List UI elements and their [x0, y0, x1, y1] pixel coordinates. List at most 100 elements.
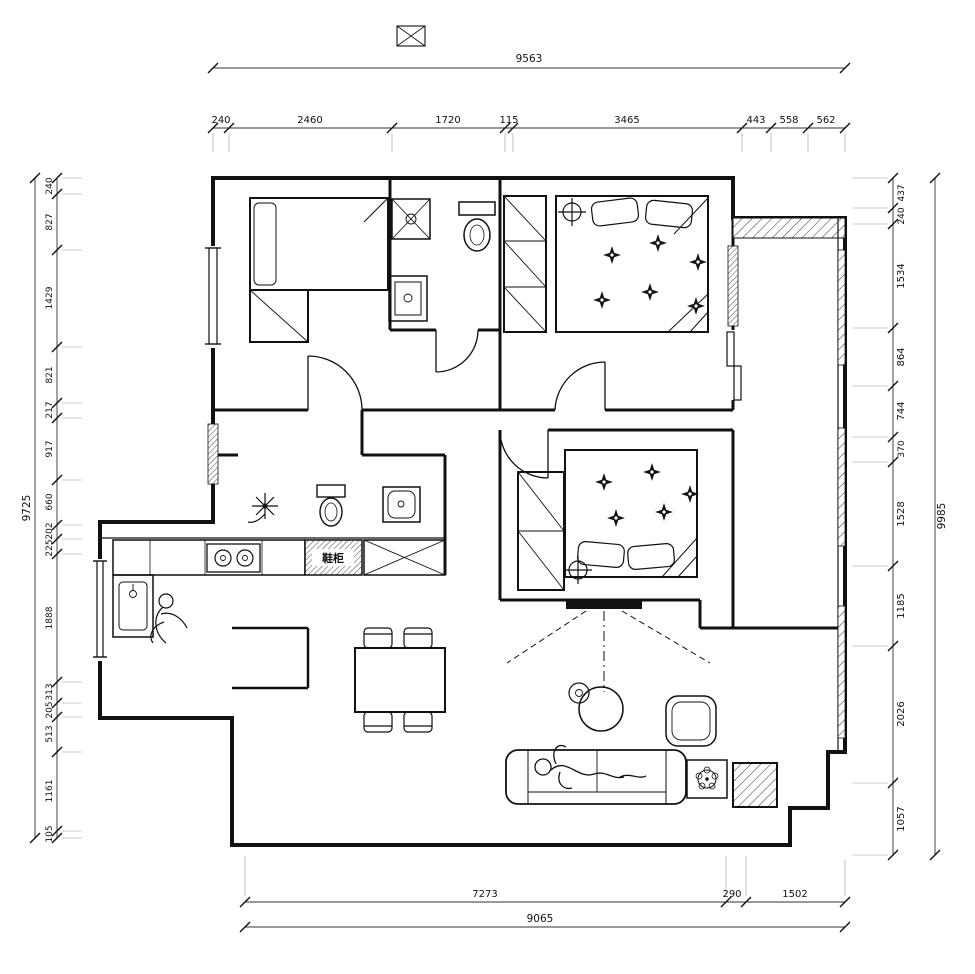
dim-right-4: 744 — [896, 401, 907, 420]
dim-right-0: 437 — [897, 184, 907, 201]
kitchen-step-wall — [232, 626, 310, 690]
dim-left-1: 827 — [45, 213, 55, 230]
dim-right-overall: 9985 — [936, 503, 948, 530]
hatched-wall-right-3 — [837, 605, 846, 739]
dim-top-0: 240 — [211, 115, 230, 126]
hatched-band-top-right — [732, 217, 846, 239]
dim-left-6: 660 — [45, 493, 55, 510]
extension-lines-left — [62, 177, 82, 839]
dim-left-12: 513 — [45, 725, 55, 742]
ceiling-lamp-bedroom2 — [563, 555, 593, 585]
dim-right-5: 370 — [897, 440, 907, 457]
door-master-bedroom — [554, 361, 606, 411]
dim-left-11: 205 — [45, 701, 55, 718]
hatched-wall-left — [207, 423, 219, 485]
door-study — [307, 355, 363, 411]
coffee-table — [568, 682, 624, 732]
dimension-left: 9725 240 827 1429 821 217 917 660 202 22… — [21, 172, 82, 844]
dining-chair — [363, 711, 393, 733]
dim-right-2: 1534 — [896, 263, 907, 288]
dim-top-4: 3465 — [614, 115, 639, 126]
kitchen: 鞋柜 — [112, 539, 446, 644]
kitchen-counter — [112, 539, 306, 576]
stove — [206, 543, 261, 573]
dim-left-10: 313 — [45, 683, 55, 700]
dim-left-overall: 9725 — [21, 495, 33, 522]
study-bed — [249, 197, 389, 291]
dimension-bottom: 7273 290 1502 9065 — [239, 856, 851, 933]
powder-area-fixtures — [247, 484, 421, 527]
dim-top-7: 562 — [816, 115, 835, 126]
dim-left-13: 1161 — [45, 780, 55, 803]
extension-lines-top — [212, 133, 846, 152]
dim-left-8: 225 — [45, 539, 55, 556]
dim-left-2: 1429 — [45, 286, 55, 309]
hatched-wall-right-1 — [837, 249, 846, 366]
table-symbol — [396, 25, 426, 47]
door-bathroom — [435, 329, 479, 373]
extension-lines-right — [852, 177, 888, 856]
extension-lines-bottom — [244, 856, 846, 896]
dimension-right: 437 240 1534 864 744 370 1528 1185 2026 … — [852, 172, 948, 861]
hatched-wall-bedroom-bay — [727, 245, 739, 327]
study-furniture — [249, 197, 389, 343]
living-room-furniture — [505, 682, 728, 805]
doors — [307, 329, 742, 479]
kitchen-sink — [112, 574, 154, 638]
dim-top-3: 115 — [499, 115, 518, 126]
washing-machine — [391, 198, 431, 240]
dim-top-1: 2460 — [297, 115, 322, 126]
dim-left-7: 202 — [45, 522, 55, 539]
tv-unit — [506, 601, 711, 692]
dim-bottom-overall: 9065 — [527, 913, 554, 925]
dim-left-5: 917 — [45, 440, 55, 457]
dim-left-14: 105 — [45, 825, 55, 842]
dining-chair — [403, 627, 433, 649]
shoe-cabinet: 鞋柜 — [304, 539, 363, 576]
dim-left-9: 1888 — [45, 606, 55, 629]
bed-bedroom2 — [564, 449, 700, 578]
ceiling-lamp-master — [557, 197, 587, 227]
column-hatched — [732, 762, 778, 808]
study-cabinet — [249, 289, 309, 343]
shoe-cabinet-label: 鞋柜 — [322, 551, 344, 565]
dim-left-3: 821 — [45, 366, 55, 383]
dim-right-7: 1185 — [896, 593, 907, 618]
dimension-top: 9563 240 2460 1720 115 3465 443 558 562 — [207, 53, 851, 152]
toilet — [458, 201, 496, 252]
bathroom-fixtures — [388, 198, 496, 322]
windows — [93, 217, 846, 752]
wardrobe-bedroom2 — [517, 471, 565, 591]
dim-top-2: 1720 — [435, 115, 460, 126]
dim-bottom-2: 1502 — [782, 889, 807, 900]
master-bedroom-furniture — [503, 195, 709, 333]
sofa — [505, 749, 687, 805]
dim-right-9: 1057 — [896, 806, 907, 831]
dim-right-8: 2026 — [896, 701, 907, 726]
dining-chair — [403, 711, 433, 733]
side-table-plant — [686, 759, 728, 799]
dim-top-overall: 9563 — [516, 53, 543, 65]
toilet-2 — [316, 484, 346, 527]
dim-bottom-1: 290 — [722, 889, 741, 900]
door-bedroom2 — [499, 429, 549, 479]
dining-table — [354, 647, 446, 713]
bedroom2-furniture — [506, 449, 711, 692]
bed-master — [555, 195, 709, 333]
dim-top-5: 443 — [746, 115, 765, 126]
dim-right-6: 1528 — [896, 501, 907, 526]
bathroom-sink — [388, 275, 428, 322]
dim-bottom-0: 7273 — [472, 889, 497, 900]
wash-basin — [382, 486, 421, 523]
hall-cabinet — [363, 539, 446, 576]
plant — [247, 493, 278, 523]
person-on-sofa — [534, 744, 647, 790]
sliding-door-balcony — [726, 331, 742, 401]
dim-top-6: 558 — [779, 115, 798, 126]
dining-set — [354, 627, 446, 733]
wardrobe-master — [503, 195, 547, 333]
ottoman — [665, 695, 717, 747]
dining-chair — [363, 627, 393, 649]
